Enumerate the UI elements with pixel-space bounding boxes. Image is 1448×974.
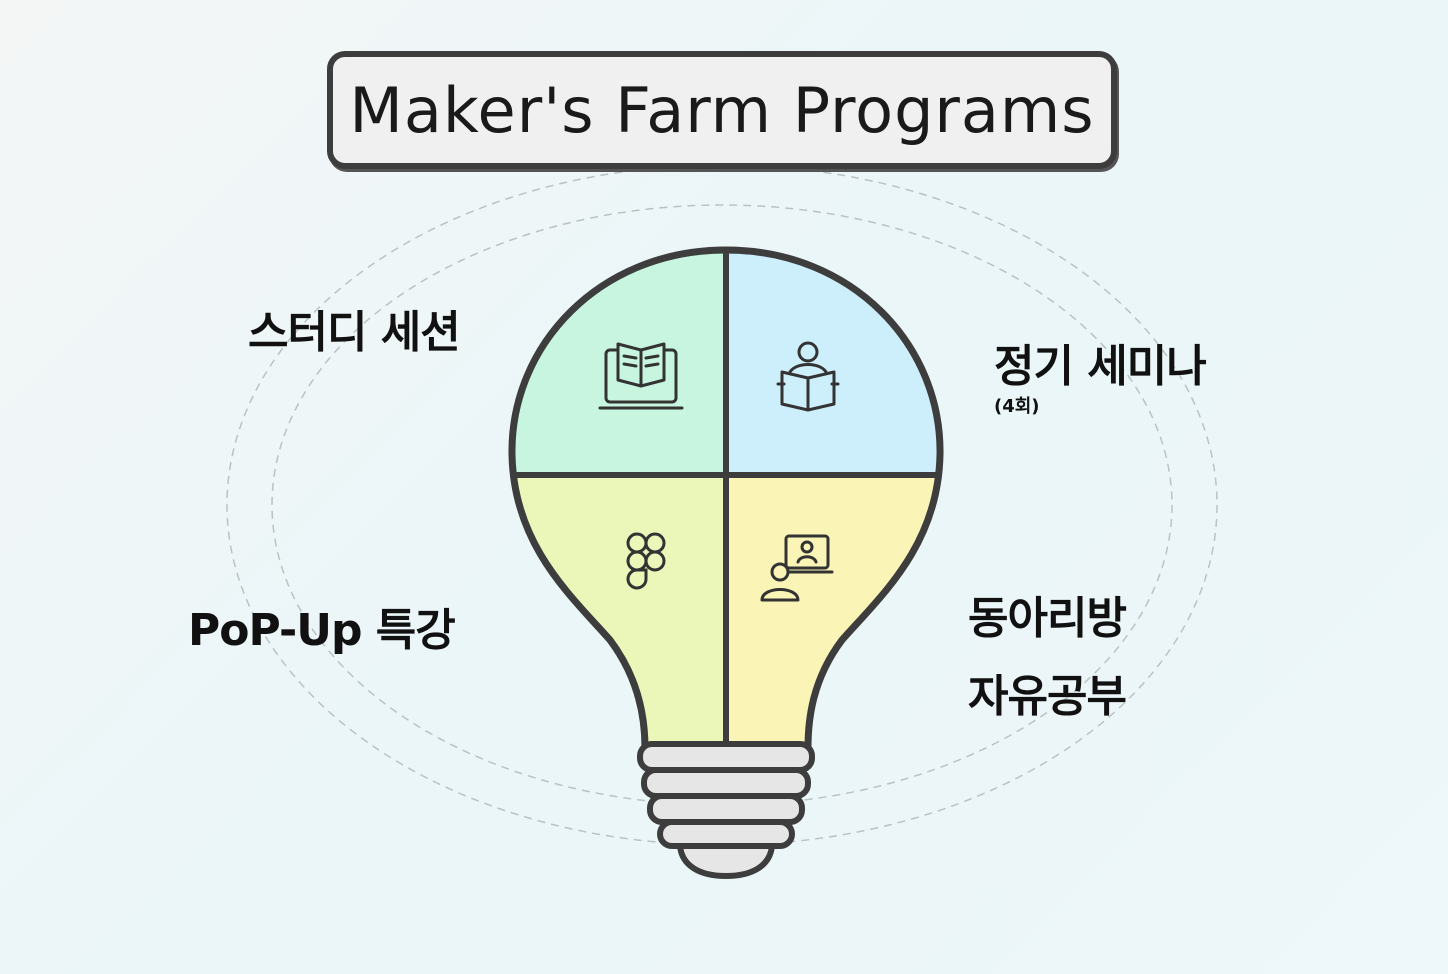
- title-box: Maker's Farm Programs: [327, 51, 1117, 169]
- diagram-title: Maker's Farm Programs: [349, 73, 1095, 147]
- quadrant-club-fill: [726, 476, 941, 748]
- label-popup-lecture: PoP-Up 특강: [188, 605, 456, 656]
- book-laptop-icon: [598, 342, 684, 410]
- label-club-room: 동아리방: [968, 593, 1127, 644]
- figma-icon: [626, 532, 666, 590]
- bulb-base: [637, 741, 815, 879]
- label-free-study: 자유공부: [968, 671, 1127, 722]
- label-seminar-count: (4회): [994, 396, 1040, 417]
- bulb-outline: [508, 246, 944, 752]
- online-class-icon: [760, 534, 834, 602]
- quadrant-seminar-fill: [726, 250, 941, 476]
- label-regular-seminar: 정기 세미나: [994, 341, 1207, 392]
- reader-icon: [776, 341, 840, 412]
- label-study-session: 스터디 세션: [248, 307, 461, 358]
- quadrant-popup-fill: [511, 476, 726, 748]
